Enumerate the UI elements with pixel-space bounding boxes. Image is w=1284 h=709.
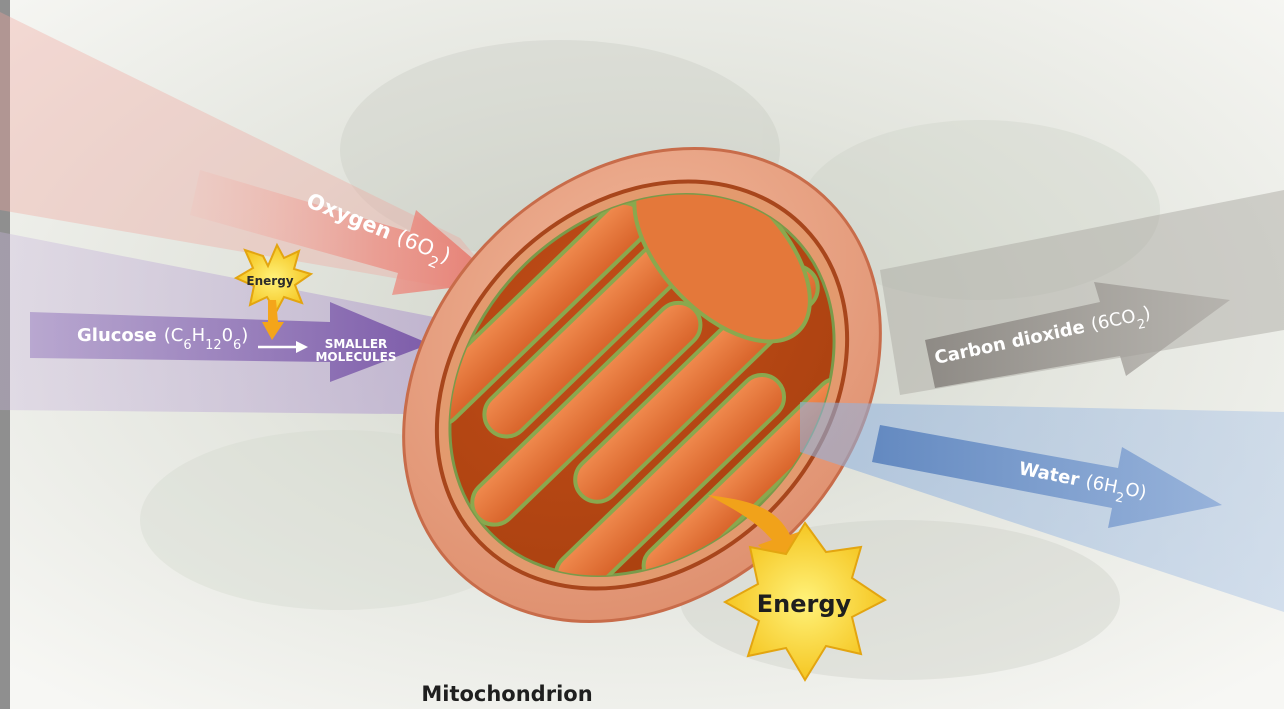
mitochondrion-caption: Mitochondrion [421, 682, 592, 706]
small-energy-label: Energy [246, 274, 293, 288]
large-energy-label: Energy [757, 590, 852, 618]
